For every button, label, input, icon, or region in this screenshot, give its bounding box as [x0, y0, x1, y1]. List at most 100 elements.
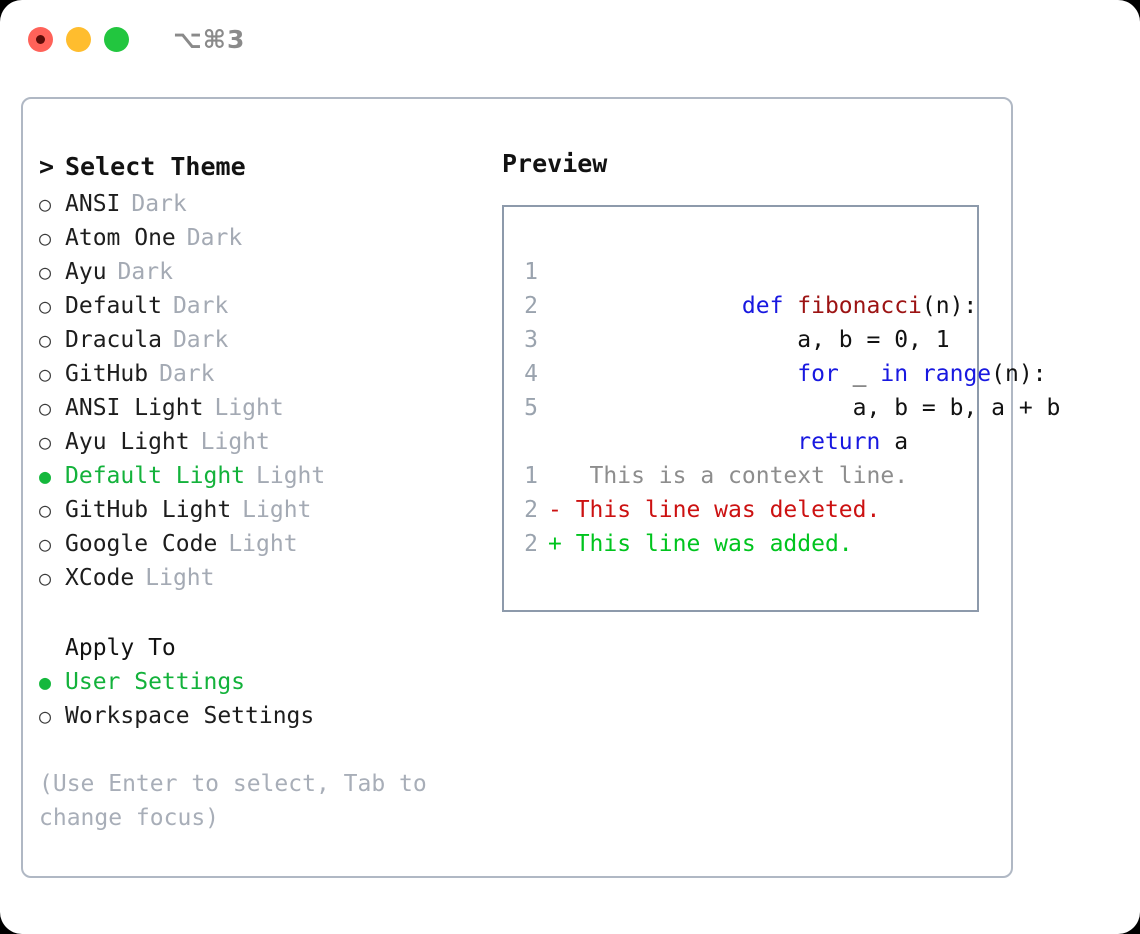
radio-unselected-icon: ○: [39, 532, 52, 556]
traffic-light-group: [28, 26, 129, 52]
apply-to-option-label: Workspace Settings: [65, 703, 315, 729]
section-spacer: [39, 595, 493, 631]
theme-option-tag: Light: [228, 531, 298, 557]
theme-option-github-light[interactable]: ○ GitHub Light Light: [39, 493, 493, 527]
diff-sign: +: [548, 531, 562, 557]
theme-option-tag: Light: [256, 463, 326, 489]
code-content: return a: [548, 391, 908, 493]
theme-option-label: Dracula: [65, 327, 162, 353]
theme-option-label: Google Code: [65, 531, 218, 557]
keyboard-shortcut-label: ⌥⌘3: [173, 24, 246, 54]
theme-option-label: Atom One: [65, 225, 176, 251]
diff-sign: [548, 459, 562, 493]
theme-selector-column: > Select Theme ○ ANSI Dark ○ Atom One Da…: [23, 99, 493, 876]
theme-option-ansi-dark[interactable]: ○ ANSI Dark: [39, 187, 493, 221]
line-number: 1: [524, 259, 538, 285]
theme-option-dracula-dark[interactable]: ○ Dracula Dark: [39, 323, 493, 357]
apply-to-option-workspace-settings[interactable]: ○ Workspace Settings: [39, 699, 493, 733]
line-number: 2: [524, 497, 538, 523]
radio-unselected-icon: ○: [39, 328, 52, 352]
theme-option-ayu-dark[interactable]: ○ Ayu Dark: [39, 255, 493, 289]
diff-text: This is a context line.: [561, 463, 909, 489]
code-token: (n):: [921, 293, 978, 319]
theme-option-label: Default: [65, 293, 162, 319]
maximize-window-button[interactable]: [104, 26, 129, 52]
theme-option-tag: Light: [145, 565, 215, 591]
theme-option-default-light[interactable]: ● Default Light Light: [39, 459, 493, 493]
diff-line-deleted: 2 - This line was deleted.: [504, 493, 977, 527]
code-line: 2 a, b = 0, 1: [504, 289, 977, 353]
theme-option-atom-one-dark[interactable]: ○ Atom One Dark: [39, 221, 493, 255]
code-token: a, b = b, a + b: [741, 395, 1061, 421]
code-token: [742, 429, 797, 455]
code-token: _: [838, 361, 881, 387]
code-line: 1 def fibonacci(n):: [504, 255, 977, 319]
radio-unselected-icon: ○: [39, 226, 52, 250]
code-content: for _ in range(n):: [548, 323, 1047, 425]
prompt-caret-icon: >: [39, 152, 55, 181]
theme-option-default-dark[interactable]: ○ Default Dark: [39, 289, 493, 323]
code-line: 3 for _ in range(n):: [504, 323, 1046, 387]
code-line: 4 a, b = b, a + b: [504, 357, 1060, 421]
preview-column: Preview 1 def fibonacci(n): 2 a, b = 0, …: [493, 99, 1060, 876]
spacer-icon: ○: [39, 631, 65, 665]
theme-option-tag: Light: [200, 429, 270, 455]
theme-option-ayu-light[interactable]: ○ Ayu Light Light: [39, 425, 493, 459]
diff-line-context: 1 This is a context line.: [504, 459, 977, 493]
minimize-window-button[interactable]: [66, 26, 91, 52]
radio-unselected-icon: ○: [39, 566, 52, 590]
code-token: def: [741, 293, 798, 319]
code-token: a: [880, 429, 909, 455]
line-number: 5: [524, 395, 538, 421]
theme-option-label: XCode: [65, 565, 135, 591]
apply-to-option-label: User Settings: [65, 669, 246, 695]
code-content: a, b = 0, 1: [548, 289, 950, 391]
preview-box: 1 def fibonacci(n): 2 a, b = 0, 1 3: [502, 205, 1060, 612]
theme-option-label: GitHub: [65, 361, 149, 387]
theme-option-ansi-light[interactable]: ○ ANSI Light Light: [39, 391, 493, 425]
theme-option-xcode[interactable]: ○ XCode Light: [39, 561, 493, 595]
theme-option-label: Default Light: [65, 463, 246, 489]
theme-option-google-code[interactable]: ○ Google Code Light: [39, 527, 493, 561]
code-token: return: [797, 429, 881, 455]
line-number: 4: [524, 361, 538, 387]
code-token: a, b = 0, 1: [741, 327, 950, 353]
code-token: for: [797, 361, 839, 387]
code-token: in range: [880, 361, 992, 387]
theme-option-label: GitHub Light: [65, 497, 232, 523]
line-number: 1: [524, 463, 538, 489]
preview-heading: Preview: [502, 149, 608, 178]
keyboard-hint-text: (Use Enter to select, Tab to change focu…: [39, 771, 427, 831]
theme-option-tag: Light: [242, 497, 312, 523]
diff-text: This line was deleted.: [561, 497, 881, 523]
theme-option-tag: Dark: [159, 361, 215, 387]
select-theme-header: > Select Theme: [39, 147, 493, 187]
line-number: 3: [524, 327, 538, 353]
close-window-button[interactable]: [28, 26, 53, 52]
diff-sign: -: [548, 497, 562, 523]
apply-to-option-user-settings[interactable]: ● User Settings: [39, 665, 493, 699]
code-token: fibonacci: [797, 293, 922, 319]
theme-option-label: ANSI Light: [65, 395, 204, 421]
radio-unselected-icon: ○: [39, 498, 52, 522]
theme-option-tag: Dark: [186, 225, 243, 251]
radio-unselected-icon: ○: [39, 704, 52, 728]
code-content: a, b = b, a + b: [548, 357, 1061, 459]
line-number: 2: [524, 531, 538, 557]
radio-selected-icon: ●: [39, 464, 52, 488]
apply-to-title: Apply To: [65, 635, 176, 661]
diff-text: This line was added.: [561, 531, 853, 557]
theme-option-label: ANSI: [65, 191, 121, 217]
radio-unselected-icon: ○: [39, 294, 52, 318]
theme-option-label: Ayu Light: [65, 429, 190, 455]
radio-unselected-icon: ○: [39, 396, 52, 420]
code-token: (n):: [991, 361, 1047, 387]
radio-unselected-icon: ○: [39, 430, 52, 454]
radio-unselected-icon: ○: [39, 362, 52, 386]
diff-line-added: 2 + This line was added.: [504, 527, 977, 561]
radio-unselected-icon: ○: [39, 260, 52, 284]
apply-to-heading: ○ Apply To: [39, 631, 493, 665]
theme-option-tag: Dark: [172, 327, 229, 353]
theme-option-github-dark[interactable]: ○ GitHub Dark: [39, 357, 493, 391]
